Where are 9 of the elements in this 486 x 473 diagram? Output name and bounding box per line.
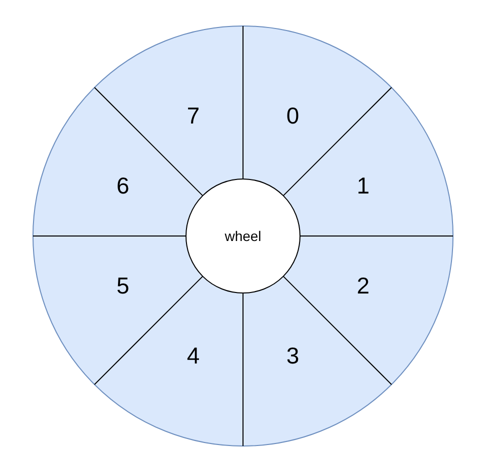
sector-number: 2 — [356, 272, 370, 300]
sector-number: 6 — [116, 172, 130, 200]
sector-number: 0 — [286, 102, 300, 130]
sector-number: 4 — [186, 342, 200, 370]
hub-label: wheel — [224, 228, 262, 244]
sector-number: 3 — [286, 342, 300, 370]
sector-number: 5 — [116, 272, 130, 300]
sector-number: 1 — [356, 172, 370, 200]
sector-number: 7 — [186, 102, 200, 130]
